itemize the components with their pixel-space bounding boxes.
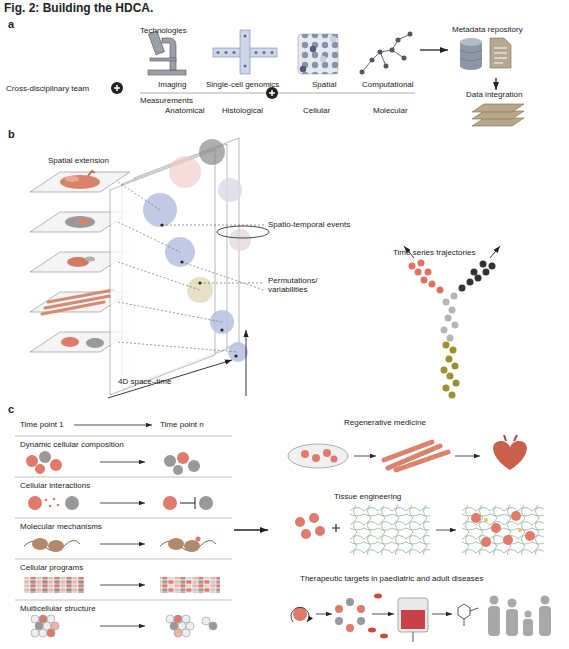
spatial-grid-icon xyxy=(298,34,338,74)
ring-ellipse xyxy=(217,226,269,238)
node-text: Molecular mechanisms xyxy=(20,522,102,531)
cells-plane xyxy=(61,337,104,348)
network-icon xyxy=(360,32,413,75)
node-text: Time point 1 xyxy=(20,420,64,429)
tissue-section xyxy=(67,257,95,268)
time-planes xyxy=(110,138,239,395)
node-text: Therapeutic targets in paediatric and ad… xyxy=(300,574,483,583)
trajectory-tree xyxy=(404,246,500,399)
document-icon xyxy=(490,38,511,68)
node-group: Metadata repository xyxy=(448,22,532,78)
node-text: Tissue engineering xyxy=(334,492,401,501)
node-group: TechnologiesImaging Single-cell genomics S… xyxy=(135,22,420,118)
microscope-icon xyxy=(148,31,186,75)
node-text: Cellular interactions xyxy=(20,481,90,490)
node-text: Cellular xyxy=(303,106,330,115)
node-text: Time point n xyxy=(160,420,204,429)
heatmap xyxy=(24,577,220,593)
cell-interaction xyxy=(28,496,213,510)
cell-cluster xyxy=(31,615,217,637)
database-icon xyxy=(460,38,482,70)
annotation-label: Permutations/ variabilities xyxy=(268,276,326,294)
annotation-label: Time series trajectories xyxy=(393,248,475,257)
table-lines xyxy=(15,436,232,600)
annotation-label: Spatial extension xyxy=(48,156,109,165)
nucleosome xyxy=(24,537,216,553)
node-text: Metadata repository xyxy=(452,25,523,34)
node-text: Histological xyxy=(222,106,263,115)
node-text: Computational xyxy=(362,80,414,89)
regenerative-illustration xyxy=(288,435,527,470)
heart-organ xyxy=(60,171,100,189)
node-text: Technologies xyxy=(140,26,187,35)
leader-lines xyxy=(118,182,264,352)
plus-symbol xyxy=(111,82,123,94)
node-group: Regenerative medicineTissue engineeringT… xyxy=(268,412,566,646)
panel-label: a xyxy=(8,18,14,31)
node-text: Multicellular structure xyxy=(20,604,96,613)
figure-title: Fig. 2: Building the HDCA. xyxy=(4,2,153,16)
panel-label: c xyxy=(8,403,14,416)
organ-section xyxy=(65,216,95,228)
genomics-chip-icon xyxy=(213,30,277,74)
node-group: Data integration xyxy=(460,90,534,130)
panel-label: b xyxy=(8,128,15,141)
therapeutic-illustration xyxy=(291,594,551,643)
tissue-engineering-illustration xyxy=(295,505,544,555)
layers-icon xyxy=(472,104,524,126)
muscle-fibres xyxy=(42,290,113,314)
node-text: Imaging xyxy=(158,80,186,89)
node-text: Spatial xyxy=(312,80,336,89)
annotation-label: Cross-disciplinary team xyxy=(6,84,89,93)
annotation-label: Spatio-temporal events xyxy=(268,220,350,229)
node-text: Regenerative medicine xyxy=(344,418,426,427)
flow-arrow xyxy=(420,49,448,50)
axis-arrows xyxy=(108,330,246,398)
node-text: Cellular programs xyxy=(20,563,83,572)
node-text: Data integration xyxy=(466,90,522,99)
event-circles xyxy=(143,139,251,362)
node-text: Measurements xyxy=(140,96,193,105)
flow-arrow xyxy=(495,78,496,90)
node-text: Molecular xyxy=(373,106,408,115)
cell-composition xyxy=(26,451,200,475)
node-text: Single-cell genomics xyxy=(206,80,279,89)
annotation-label: 4D space–time xyxy=(118,377,171,386)
flow-arrow xyxy=(234,529,268,530)
node-text: Anatomical xyxy=(165,106,205,115)
node-text: Dynamic cellular composition xyxy=(20,440,124,449)
node-group: Time point 1 Time point n Dynamic cellular… xyxy=(14,414,234,646)
